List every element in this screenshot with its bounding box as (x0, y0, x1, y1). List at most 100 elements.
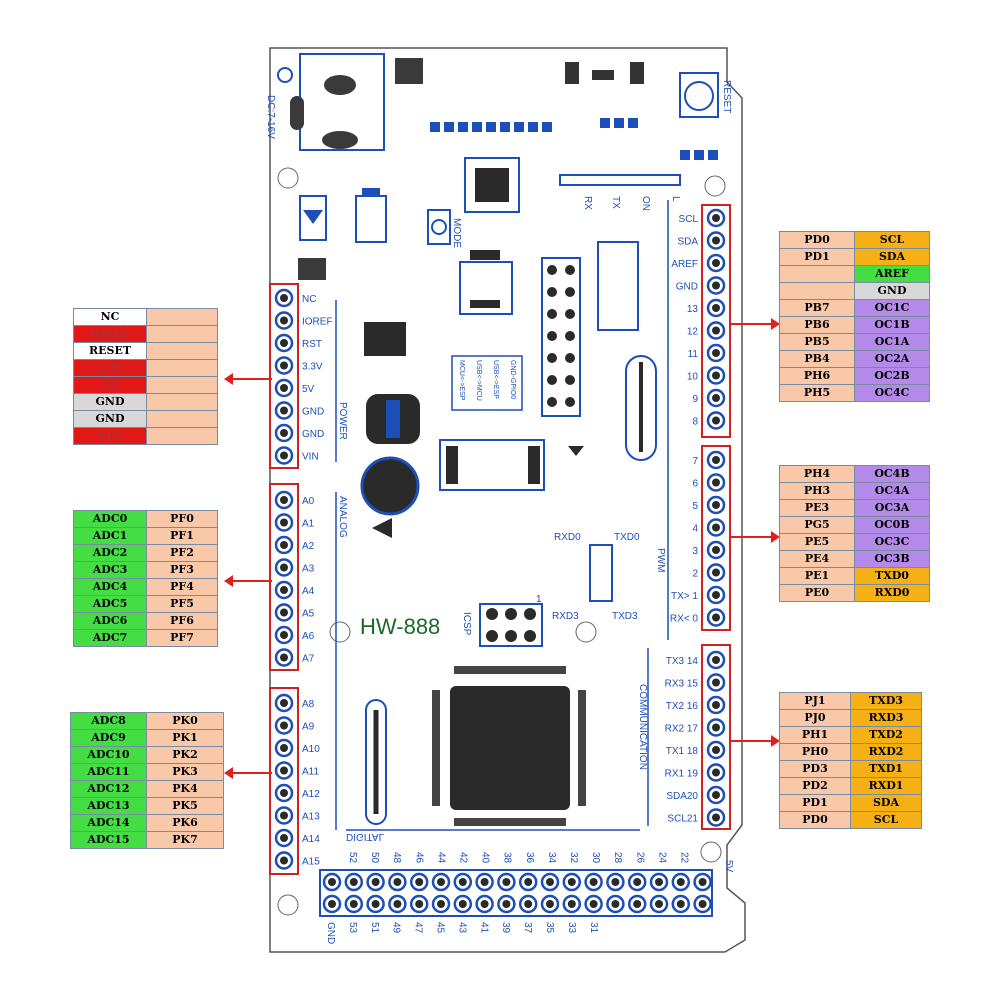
pin-table-cell: OC1C (854, 299, 930, 317)
bottom-bottom-label: 41 (478, 922, 489, 934)
bottom-header-pin-hole (589, 878, 598, 886)
analog-header-2-pin-label: A8 (302, 699, 315, 710)
analog-header-1-pin-label: A2 (302, 541, 315, 552)
analog-header-2-pin-label: A14 (302, 834, 320, 845)
pin-table-cell: TXD1 (850, 760, 922, 778)
icsp-label: ICSP (461, 612, 472, 636)
analog-header-1-pin-hole (280, 496, 288, 504)
right-header-comm-pin-label: SDA20 (666, 791, 698, 802)
bottom-header-pin-hole (415, 878, 424, 886)
bottom-header-pin-hole (655, 878, 663, 886)
right-header-comm-pin-label: TX1 18 (666, 746, 699, 757)
analog-header-2-pin-label: A11 (302, 767, 319, 778)
smd-part (395, 58, 423, 84)
right-header-top-pin-label: GND (676, 282, 698, 293)
right-header-comm-pin-hole (712, 791, 720, 799)
bottom-header-pin-hole (349, 900, 358, 908)
switch-label: GND-GPIO0 (509, 360, 516, 399)
analog-section-label: ANALOG (337, 496, 348, 538)
bottom-bottom-label: GND (325, 922, 336, 944)
pin-table-cell: OC1B (854, 316, 930, 334)
right-header-top-pin-hole (712, 371, 720, 380)
arrow-power (224, 373, 272, 385)
bottom-header-pin-hole (371, 900, 380, 908)
pin-table-cell: TXD2 (850, 726, 922, 744)
pin-table-cell: PF5 (146, 595, 218, 613)
analog-header-1-pin-label: A3 (302, 564, 315, 575)
right-header-comm-pin-hole (712, 678, 720, 687)
pin-table-cell: OC4B (854, 465, 930, 483)
mcu-pad-col (432, 690, 440, 806)
bottom-header-pin-hole (328, 900, 336, 908)
pin-table-cell: TXD0 (854, 567, 930, 585)
right-header-comm-pin-hole (712, 723, 720, 732)
bottom-bottom-label: 33 (566, 922, 577, 934)
diode-symbol (303, 210, 323, 224)
analog-header-2-pin-hole (280, 766, 288, 775)
pin-table-cell: SDA (850, 794, 922, 812)
right-header-mid-pin-hole (712, 478, 720, 487)
right-header-comm-pin-label: SCL21 (667, 814, 698, 825)
analog-header-1-outline (269, 483, 299, 671)
pin-table-row: IOREF (73, 325, 218, 343)
bottom-bottom-label: 47 (413, 922, 424, 934)
pin-table-cell: ADC3 (73, 561, 147, 579)
pin-table-cell: ADC10 (70, 746, 147, 764)
right-header-top-pin-hole (712, 304, 720, 312)
right-header-mid-pin-label: 4 (692, 524, 698, 535)
switch-label: USB<->ESP (492, 360, 499, 399)
usb-shell-pad (446, 446, 458, 484)
bottom-bottom-label: 49 (391, 922, 402, 934)
smd-part (298, 258, 326, 280)
capacitor (360, 456, 420, 516)
pin-table-cell (146, 427, 218, 445)
pin-table-cell: TXD3 (850, 692, 922, 710)
pin-table-cell (146, 359, 218, 377)
pin-table-cell: PF1 (146, 527, 218, 545)
bottom-bottom-label: 45 (435, 922, 446, 934)
bottom-top-label: 32 (568, 852, 579, 864)
rxd0-label: RXD0 (554, 532, 581, 543)
comm-section-label: COMMUNICATION (637, 684, 648, 770)
pin-table-cell: SCL (854, 231, 930, 249)
pin-table-row: GND (73, 410, 218, 428)
bottom-top-label: 26 (634, 852, 645, 864)
analog-header-1-pin-hole (280, 541, 288, 549)
switch-label-box (451, 355, 523, 411)
icsp-pins (486, 608, 536, 642)
pin-table-cell: PB4 (779, 350, 855, 368)
pin-table-cell: PD3 (779, 760, 851, 778)
pin-table-cell (146, 376, 218, 394)
right-header-comm-outline (701, 644, 731, 830)
pin-table-cell: PB5 (779, 333, 855, 351)
bottom-top-label: 38 (502, 852, 513, 864)
pin-table-cell: PD2 (779, 777, 851, 795)
led-label-on: ON (640, 196, 651, 211)
bottom-bottom-label: 53 (347, 922, 358, 934)
right-header-mid-pin-hole (712, 613, 720, 622)
pin-table-cell: PK5 (146, 797, 224, 815)
bottom-header-pin-hole (676, 878, 685, 886)
mcu-pad-row (454, 666, 566, 674)
power-header-pin-hole (280, 339, 288, 347)
power-header-pin-label: GND (302, 407, 324, 418)
right-header-top-pin-hole (712, 281, 720, 290)
power-section-label: POWER (337, 402, 348, 440)
pin-table-row: 3.3V (73, 359, 218, 377)
analog-header-2-pin-hole (280, 856, 288, 865)
analog-header-1-pin-label: A4 (302, 586, 315, 597)
pwm-section-label: PWM (655, 548, 666, 572)
mount-hole (575, 621, 597, 643)
power-header-outline (269, 283, 299, 469)
analog-header-2-pin-hole (280, 811, 288, 820)
